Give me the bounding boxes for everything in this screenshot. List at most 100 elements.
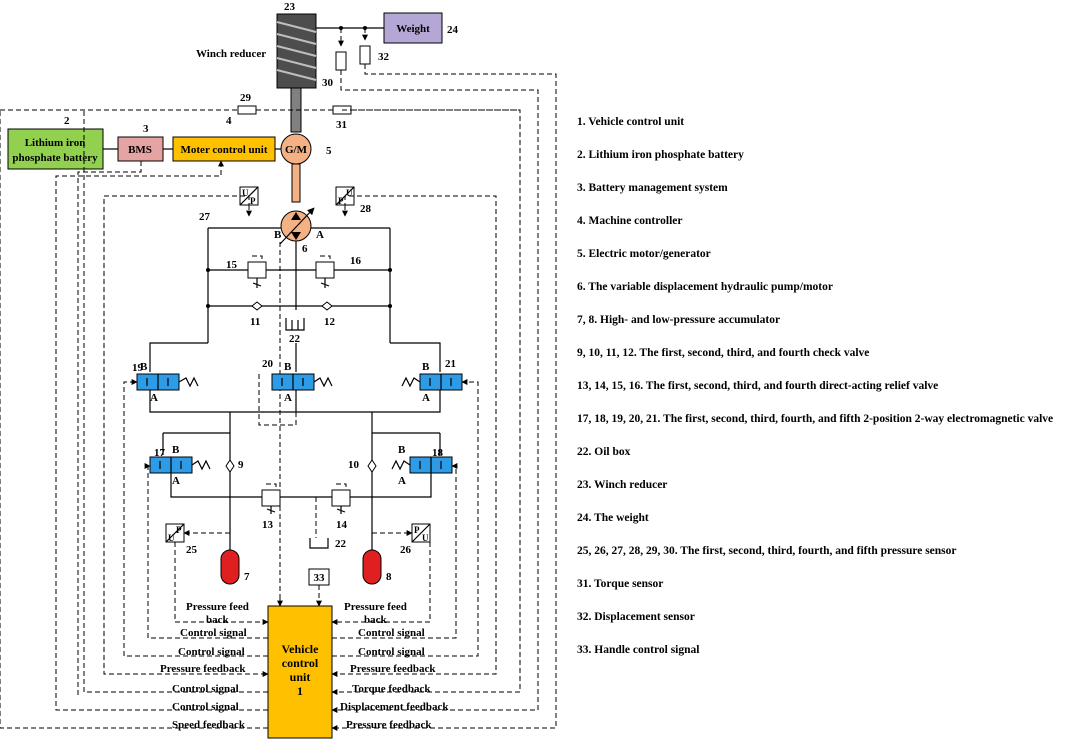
pressure-sensor-28: U P 28 [335,186,372,215]
controller-4-number: 4 [226,115,232,127]
pump-port-b: B [274,229,282,241]
sensor-29-number: 29 [240,92,252,104]
valve-17-port-a: A [172,475,180,487]
handle-number: 33 [314,572,326,584]
legend-item: 7, 8. High- and low-pressure accumulator [577,314,780,326]
sig-pf-right: Pressure feed [344,601,407,613]
motor-generator: G/M 5 [280,133,332,165]
s28-u: U [346,188,353,198]
sig-pf-left: Pressure feed [186,601,249,613]
legend: 1. Vehicle control unit 2. Lithium iron p… [577,116,1053,656]
legend-item: 32. Displacement sensor [577,611,695,623]
legend-item: 6. The variable displacement hydraulic p… [577,281,833,293]
solenoid-valve-19: 19 A [132,362,199,404]
pump-number: 6 [302,243,308,255]
winch-reducer: 23 Winch reducer [196,1,317,89]
vcu-line1: Vehicle [282,642,320,656]
legend-item: 9, 10, 11, 12. The first, second, third,… [577,347,869,359]
relief-16-number: 16 [350,255,362,267]
valve-18-port-b: B [398,444,406,456]
pressure-sensor-30: 30 [322,51,347,89]
oilbox-bottom-number: 22 [335,538,347,550]
accumulator-7: 7 [220,549,250,585]
battery-line1: Lithium iron [25,137,86,149]
handle-control-33: 33 [308,568,330,586]
sig-df-r: Displacement feedback [340,701,449,713]
pressure-sensor-29: 29 [237,92,257,115]
sensor-28-number: 28 [360,203,372,215]
legend-item: 31. Torque sensor [577,578,663,590]
pump-port-a: A [316,229,324,241]
sig-sf-l: Speed feedback [172,719,246,731]
relief-valve-15: 15 [226,255,267,288]
sensor-27-number: 27 [199,211,211,223]
check-11-number: 11 [250,316,260,328]
bms-label: BMS [128,144,152,156]
gm-number: 5 [326,145,332,157]
sig-pfb-l: Pressure feedback [160,663,246,675]
legend-item: 3. Battery management system [577,182,728,194]
accumulator-8: 8 [362,549,392,585]
valve-17-port-b: B [172,444,180,456]
legend-item: 4. Machine controller [577,215,683,227]
s26-p: P [414,525,420,535]
check-valve-10: 10 [348,459,377,473]
sig-cs-l3: Control signal [172,683,239,695]
check-valve-12: 12 [321,301,336,328]
sensor-30-number: 30 [322,77,334,89]
valve-21-number: 21 [445,358,456,370]
s26-u: U [422,533,429,543]
valve-19-number: 19 [132,362,144,374]
valve-20-number: 20 [262,358,274,370]
motor-control-label: Moter control unit [181,144,268,156]
sig-pfb-r: Pressure feedback [350,663,436,675]
weight: Weight 24 [383,12,459,44]
solenoid-valve-21: 21 B A [401,358,463,404]
relief-15-number: 15 [226,259,238,271]
sig-pf-left2: back [206,614,230,626]
vehicle-control-unit: Vehicle control unit 1 [267,605,333,739]
sensor-26-number: 26 [400,544,412,556]
check-10-number: 10 [348,459,360,471]
pressure-sensor-26: P U 26 [400,523,431,556]
relief-valve-14: 14 [331,483,351,531]
s27-u: U [242,188,249,198]
valve-21-port-b: B [422,361,430,373]
relief-14-number: 14 [336,519,348,531]
valve-20-port-b: B [284,361,292,373]
legend-item: 5. Electric motor/generator [577,248,711,260]
s25-u: U [168,533,175,543]
winch-number: 23 [284,1,296,13]
battery: Lithium iron phosphate battery 2 [7,115,104,170]
oil-box-bottom: 22 [309,497,347,550]
solenoid-valve-20: 20 B A [262,358,333,404]
valve-20-port-a: A [284,392,292,404]
sensor-31-number: 31 [336,119,347,131]
legend-item: 24. The weight [577,512,649,524]
valve-18-port-a: A [398,475,406,487]
sig-cs-l4: Control signal [172,701,239,713]
weight-number: 24 [447,24,459,36]
s27-p: P [250,196,256,206]
check-12-number: 12 [324,316,336,328]
winch-label: Winch reducer [196,48,266,60]
relief-13-number: 13 [262,519,274,531]
oil-box-top: 22 [285,318,305,345]
battery-line2: phosphate battery [12,152,98,164]
accumulator-8-number: 8 [386,571,392,583]
sig-cs-r1: Control signal [358,627,425,639]
relief-valve-16: 16 [315,255,362,288]
motor-control-unit: Moter control unit [172,136,276,162]
vcu-number: 1 [297,684,303,698]
legend-item: 1. Vehicle control unit [577,116,684,128]
legend-item: 13, 14, 15, 16. The first, second, third… [577,380,938,392]
legend-item: 2. Lithium iron phosphate battery [577,149,744,161]
legend-item: 23. Winch reducer [577,479,667,491]
valve-17-number: 17 [154,447,166,459]
vcu-line3: unit [290,670,311,684]
battery-number: 2 [64,115,70,127]
gm-label: G/M [285,144,308,156]
check-valve-9: 9 [225,459,244,473]
bms-number: 3 [143,123,149,135]
